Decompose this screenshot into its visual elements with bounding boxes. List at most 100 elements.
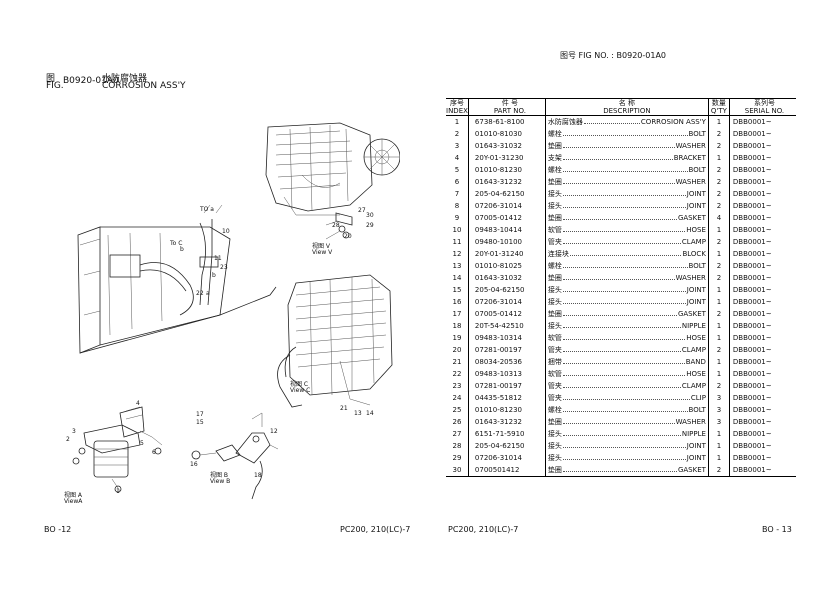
desc-en: NIPPLE [681, 322, 706, 330]
callout-20: 20 [344, 233, 352, 240]
desc-en: HOSE [686, 226, 706, 234]
cell-qty: 2 [707, 200, 730, 212]
leader-dots [562, 465, 677, 472]
desc-en: JOINT [686, 298, 706, 306]
cell-serial: DBB0001~ [728, 380, 796, 392]
fig-number: B0920-01A0 [63, 76, 119, 86]
callout-4: 4 [136, 400, 140, 407]
cell-serial: DBB0001~ [728, 392, 796, 404]
leader-dots [562, 321, 681, 328]
leader-dots [562, 309, 677, 316]
cell-index: 23 [452, 382, 462, 390]
cell-part-no: 205-04-62150 [467, 188, 546, 200]
cell-serial: DBB0001~ [728, 284, 796, 296]
cell-serial: DBB0001~ [728, 152, 796, 164]
desc-cn: 垫圈 [547, 178, 562, 186]
desc-cn: 螺栓 [547, 406, 562, 414]
cell-index: 7 [454, 190, 460, 198]
cell-part-no: 04435-51812 [467, 392, 546, 404]
view-c-en: View C [290, 387, 311, 394]
cell-serial: DBB0001~ [728, 416, 796, 428]
callout-11: 11 [214, 255, 222, 262]
cell-part-no: 20Y-01-31240 [467, 248, 546, 260]
cell-serial: DBB0001~ [728, 332, 796, 344]
desc-en: JOINT [686, 202, 706, 210]
desc-cn: 垫圈 [547, 142, 562, 150]
desc-en: JOINT [686, 286, 706, 294]
cell-index: 26 [452, 418, 462, 426]
cell-qty: 1 [707, 224, 730, 236]
cell-part-no: 09483-10414 [467, 224, 546, 236]
desc-cn: 管夹 [547, 394, 562, 402]
cell-serial: DBB0001~ [728, 115, 796, 128]
leader-dots [562, 237, 681, 244]
cell-index: 19 [452, 334, 462, 342]
desc-en: HOSE [686, 370, 706, 378]
cell-part-no: 01643-31232 [467, 176, 546, 188]
leader-dots [562, 141, 675, 148]
desc-cn: 垫圈 [547, 418, 562, 426]
cell-qty: 2 [707, 140, 730, 152]
desc-en: BAND [685, 358, 706, 366]
callout-to-a: TO a [200, 206, 214, 213]
cell-index: 3 [454, 142, 460, 150]
callout-10: 10 [222, 228, 230, 235]
desc-cn: 接头 [547, 322, 562, 330]
cell-part-no: 205-04-62150 [467, 440, 546, 452]
leader-dots [562, 369, 686, 376]
footer-left-model: PC200, 210(LC)-7 [340, 525, 411, 534]
leader-dots [562, 405, 688, 412]
footer-right-page-number: BO - 13 [762, 525, 792, 534]
engine-illustration [265, 122, 400, 216]
footer-right-model: PC200, 210(LC)-7 [448, 525, 519, 534]
cell-part-no: 08034-20536 [467, 356, 546, 368]
callout-29: 29 [366, 222, 374, 229]
cell-qty: 2 [707, 308, 730, 320]
cell-index: 18 [452, 322, 462, 330]
callout-to-c: To C [170, 240, 183, 247]
cell-qty: 3 [707, 416, 730, 428]
cell-qty: 2 [707, 344, 730, 356]
callout-1: 1 [116, 488, 120, 495]
leader-dots [583, 117, 640, 124]
cell-index: 13 [452, 262, 462, 270]
cell-index: 9 [454, 214, 460, 222]
leader-dots [562, 441, 686, 448]
cell-part-no: 6738-61-8100 [467, 115, 546, 128]
cell-index: 17 [452, 310, 462, 318]
desc-en: CLAMP [681, 346, 706, 354]
cell-index: 5 [454, 166, 460, 174]
cell-serial: DBB0001~ [728, 200, 796, 212]
leader-dots [562, 213, 677, 220]
desc-en: BOLT [688, 406, 706, 414]
leader-dots [562, 429, 681, 436]
desc-en: NIPPLE [681, 430, 706, 438]
desc-en: JOINT [686, 454, 706, 462]
view-a-illustration [72, 406, 163, 493]
cell-serial: DBB0001~ [728, 356, 796, 368]
callout-13: 13 [354, 410, 362, 417]
cell-qty: 1 [707, 152, 730, 164]
desc-cn: 接头 [547, 442, 562, 450]
view-b-en: View B [210, 478, 231, 485]
cell-serial: DBB0001~ [728, 320, 796, 332]
desc-cn: 捆带 [547, 358, 562, 366]
callout-22: 22 [196, 290, 204, 297]
desc-en: BLOCK [682, 250, 706, 258]
